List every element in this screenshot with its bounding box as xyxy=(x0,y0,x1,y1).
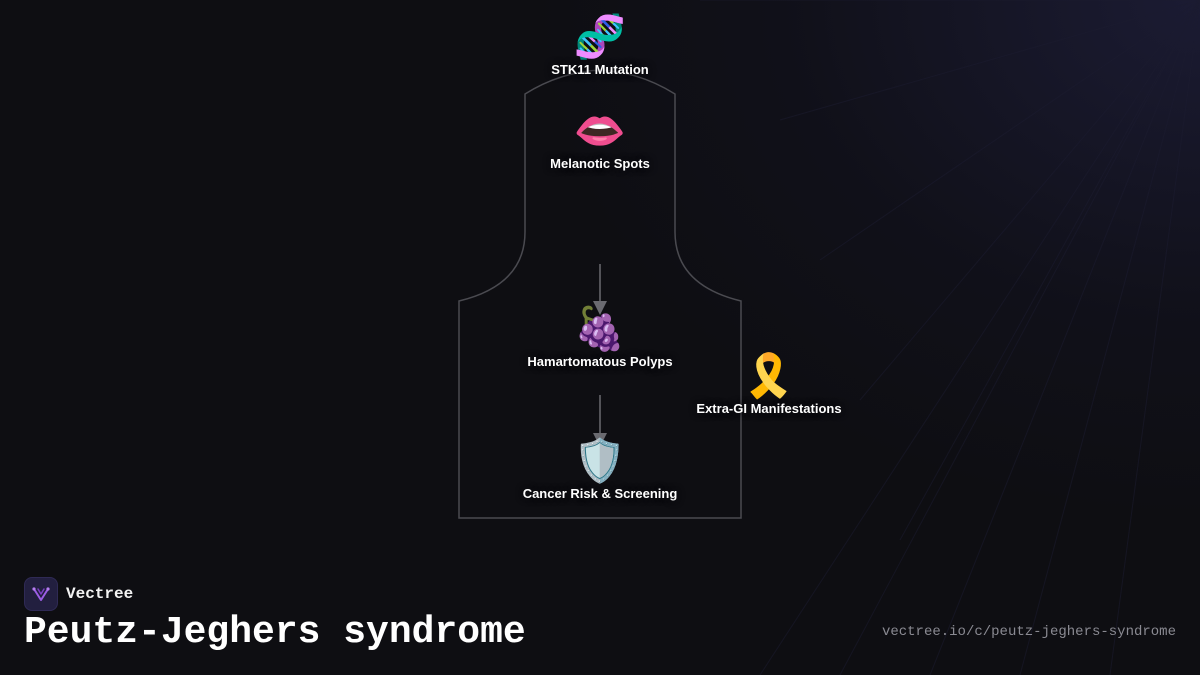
node-label: Extra-GI Manifestations xyxy=(696,401,842,416)
node-label: Hamartomatous Polyps xyxy=(527,354,673,369)
lips-icon: 👄 xyxy=(573,106,627,155)
node-label: STK11 Mutation xyxy=(551,62,649,77)
node-extra-gi-manifestations: 🎗️ Extra-GI Manifestations xyxy=(696,351,842,417)
edge-polyps-to-cancer xyxy=(593,395,607,447)
node-stk11-mutation: 🧬 STK11 Mutation xyxy=(551,12,649,78)
node-label: Cancer Risk & Screening xyxy=(522,486,678,501)
source-url[interactable]: vectree.io/c/peutz-jeghers-syndrome xyxy=(881,624,1176,640)
node-label: Melanotic Spots xyxy=(550,156,650,171)
page-title: Peutz-Jeghers syndrome xyxy=(24,611,526,654)
ribbon-icon: 🎗️ xyxy=(742,351,796,400)
body-outline xyxy=(458,69,742,519)
node-hamartomatous-polyps: 🍇 Hamartomatous Polyps xyxy=(527,304,673,370)
dna-icon: 🧬 xyxy=(573,12,627,61)
shield-icon: 🛡️ xyxy=(573,436,627,485)
node-melanotic-spots: 👄 Melanotic Spots xyxy=(550,106,650,172)
edge-spots-to-polyps xyxy=(593,264,607,315)
vectree-logo-icon xyxy=(24,577,58,611)
grapes-icon: 🍇 xyxy=(573,304,627,353)
brand-name: Vectree xyxy=(66,585,134,603)
brand[interactable]: Vectree xyxy=(24,577,133,611)
node-cancer-risk-screening: 🛡️ Cancer Risk & Screening xyxy=(522,436,678,502)
